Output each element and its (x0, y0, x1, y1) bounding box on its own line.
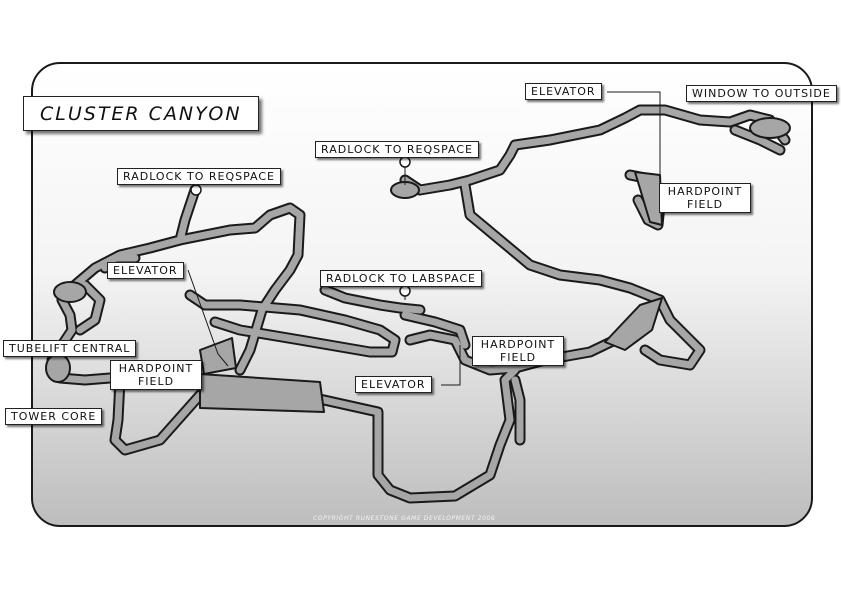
label-window-to-outside: WINDOW TO OUTSIDE (686, 85, 837, 102)
label-radlock-reqspace-left: RADLOCK TO REQSPACE (117, 168, 281, 185)
label-elevator-center: ELEVATOR (355, 376, 432, 393)
radlock-labspace-marker (399, 285, 411, 297)
radlock-reqspace-center-marker (399, 156, 411, 168)
label-elevator-top: ELEVATOR (525, 83, 602, 100)
label-hardpoint-field-right: HARDPOINT FIELD (659, 183, 751, 213)
label-radlock-reqspace-center: RADLOCK TO REQSPACE (315, 141, 479, 158)
tubelift-chamber (45, 353, 71, 383)
label-elevator-left: ELEVATOR (107, 262, 184, 279)
copyright-text: COPYRIGHT RUNESTONE GAME DEVELOPMENT 200… (313, 515, 496, 522)
chambers (45, 117, 791, 413)
window-chamber (749, 117, 791, 139)
map-title: CLUSTER CANYON (23, 96, 259, 131)
label-tubelift-central: TUBELIFT CENTRAL (3, 340, 137, 357)
label-hardpoint-field-left: HARDPOINT FIELD (110, 360, 202, 390)
label-tower-core: TOWER CORE (5, 408, 103, 425)
label-hardpoint-field-center: HARDPOINT FIELD (472, 336, 564, 366)
hardpoint-field-right-chamber (634, 171, 663, 226)
cavern-right-chamber (604, 297, 663, 351)
radlock-reqspace-left-marker (190, 184, 202, 196)
hardpoint-field-left-chamber (199, 373, 325, 413)
map-frame (31, 62, 813, 527)
leader-lines (187, 91, 661, 386)
loop-chamber (53, 281, 87, 303)
label-radlock-labspace: RADLOCK TO LABSPACE (320, 270, 482, 287)
